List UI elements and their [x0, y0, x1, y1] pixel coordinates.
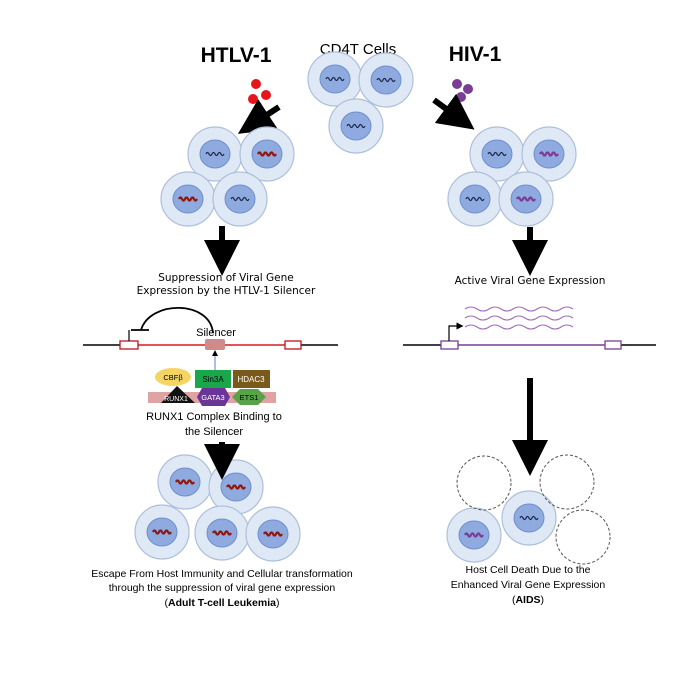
silencer-label: Silencer — [196, 327, 236, 339]
cd4t-cell — [212, 171, 268, 227]
host-chromatin — [487, 151, 507, 157]
cd4t-cell — [160, 171, 216, 227]
htlv-title: HTLV-1 — [201, 44, 272, 67]
cd4t-cell — [358, 52, 414, 108]
htlv-ltr-right — [284, 340, 302, 350]
ets1-protein — [232, 389, 266, 405]
viral-transcript — [464, 306, 574, 312]
htlv-outcome-line2: through the suppression of viral gene ex… — [109, 582, 336, 594]
hiv-outcome-line1: Host Cell Death Due to the — [466, 564, 591, 576]
viral-transcript — [464, 324, 574, 330]
integrated-provirus — [464, 532, 484, 538]
cd4t-cell — [328, 98, 384, 154]
host-chromatin — [519, 515, 539, 521]
htlv-virus-particles — [248, 79, 271, 104]
runx1-complex: CBFβ Sin3A HDAC3 RUNX1 GATA3 ETS1 — [148, 368, 276, 406]
dead-cell-outline — [456, 455, 512, 511]
cd4t-cell — [469, 126, 525, 182]
cbfb-label: CBFβ — [163, 373, 183, 382]
cd4t-cell — [498, 171, 554, 227]
cd4t-cell — [307, 51, 363, 107]
cd4t-cell — [187, 126, 243, 182]
runx1-protein — [161, 386, 195, 403]
dead-cell — [555, 509, 611, 565]
integrated-provirus — [516, 196, 536, 202]
cd4t-cell — [157, 454, 213, 510]
hiv-ltr-right — [604, 340, 622, 350]
cd4t-cell — [245, 506, 301, 562]
dead-cell-outline — [555, 509, 611, 565]
cd4t-cell — [239, 126, 295, 182]
hiv-virion — [452, 79, 462, 89]
host-chromatin — [465, 196, 485, 202]
silencer-element — [205, 339, 225, 350]
silencer-repression-arc — [140, 306, 214, 334]
cd4t-cell — [501, 490, 557, 546]
host-chromatin — [376, 77, 396, 83]
gata3-label: GATA3 — [201, 393, 224, 402]
htlv-outcome-disease: (Adult T-cell Leukemia) — [165, 597, 280, 609]
integrated-provirus — [175, 479, 195, 485]
cbfb-protein — [155, 368, 191, 386]
hiv-outcome-disease: (AIDS) — [512, 594, 544, 606]
htlv-virion — [261, 90, 271, 100]
hdac3-label: HDAC3 — [237, 375, 265, 384]
integrated-provirus — [178, 196, 198, 202]
viral-transcript — [464, 315, 574, 321]
sin3a-label: Sin3A — [202, 375, 224, 384]
dead-cell — [539, 454, 595, 510]
host-chromatin — [205, 151, 225, 157]
cd4t-cell — [194, 505, 250, 561]
hdac3-protein — [233, 370, 270, 388]
hiv-provirus-genome — [403, 322, 656, 350]
hiv-ltr-left — [440, 340, 459, 350]
runx1-label: RUNX1 — [164, 396, 188, 403]
dead-cell-outline — [539, 454, 595, 510]
host-chromatin — [325, 76, 345, 82]
cd4t-cell — [521, 126, 577, 182]
hiv-active-expression-text: Active Viral Gene Expression — [455, 275, 606, 287]
integrated-provirus — [539, 151, 559, 157]
htlv-outcome-line1: Escape From Host Immunity and Cellular t… — [91, 568, 353, 580]
htlv-suppression-text-line2: Expression by the HTLV-1 Silencer — [137, 285, 316, 297]
htlv-virion — [248, 94, 258, 104]
sin3a-protein — [195, 370, 231, 388]
hiv-title: HIV-1 — [449, 43, 502, 66]
arrow-to-htlv-cells — [237, 99, 281, 134]
integrated-provirus — [212, 530, 232, 536]
htlv-provirus-genome — [83, 306, 338, 350]
cd4t-cell — [446, 507, 502, 563]
host-chromatin — [230, 196, 250, 202]
htlv-virion — [251, 79, 261, 89]
hiv-virus-particles — [452, 79, 473, 102]
cells-layer — [134, 51, 611, 565]
hiv-transcript-waves — [464, 306, 574, 330]
complex-text-line1: RUNX1 Complex Binding to — [146, 411, 282, 423]
arrow-to-hiv-cells — [432, 93, 475, 130]
transcription-start-arrow — [448, 322, 464, 341]
hiv-outcome-line2: Enhanced Viral Gene Expression — [451, 579, 606, 591]
integrated-provirus — [257, 151, 277, 157]
htlv-suppression-text-line1: Suppression of Viral Gene — [158, 272, 294, 284]
dead-cell — [456, 455, 512, 511]
cd4t-cell — [447, 171, 503, 227]
integrated-provirus — [152, 529, 172, 535]
host-chromatin — [346, 123, 366, 129]
hiv-virion — [463, 84, 473, 94]
htlv-ltr-left — [119, 340, 139, 350]
integrated-provirus — [263, 531, 283, 537]
cd4t-cell — [134, 504, 190, 560]
gata3-protein — [197, 388, 230, 406]
integrated-provirus — [226, 484, 246, 490]
ets1-label: ETS1 — [240, 393, 259, 402]
hiv-virion — [456, 92, 466, 102]
complex-text-line2: the Silencer — [185, 426, 243, 438]
